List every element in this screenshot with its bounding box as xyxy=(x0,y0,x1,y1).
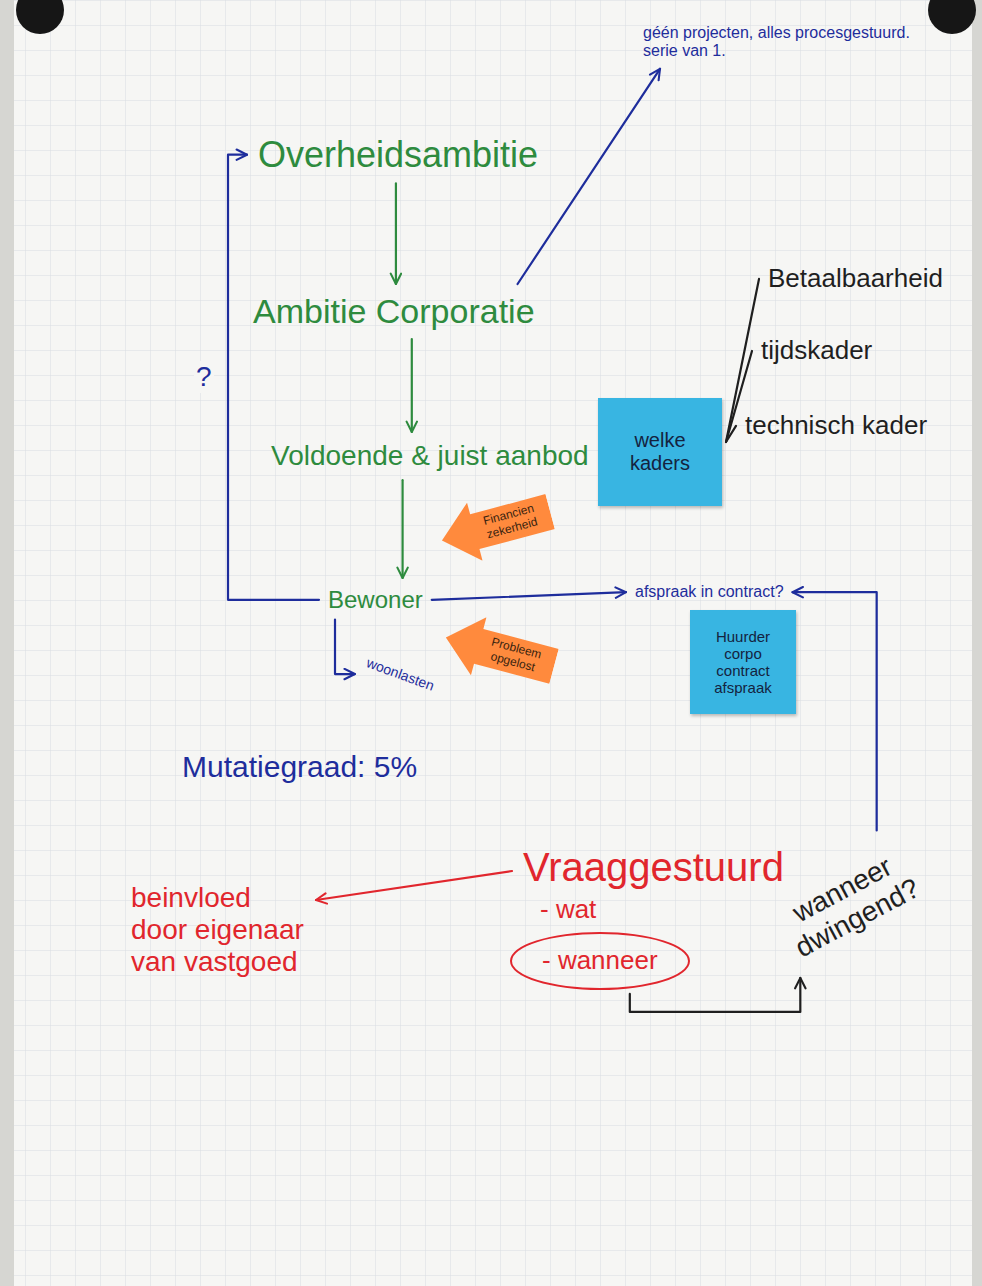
sticky-note: Huurder corpo contract afspraak xyxy=(690,610,796,714)
connector xyxy=(793,592,877,830)
arrow-fill xyxy=(438,609,562,696)
paper-sheet xyxy=(14,0,972,1286)
node-text: beinvloed door eigenaar van vastgoed xyxy=(131,882,307,979)
connector xyxy=(630,978,801,1012)
magnet xyxy=(928,0,976,34)
connector xyxy=(335,620,355,674)
node-text: Huurder corpo contract afspraak xyxy=(698,628,788,697)
node-text: Bewoner xyxy=(328,586,423,614)
ambition-text: Overheidsambitie xyxy=(255,132,541,177)
frame-text: technisch kader xyxy=(742,409,930,443)
side-note: géén projecten, alles procesgestuurd. se… xyxy=(640,22,922,63)
question-text: afspraak in contract? xyxy=(632,581,787,603)
arrow-fill xyxy=(434,483,558,570)
supply-text: Voldoende & juist aanbod xyxy=(268,438,592,474)
node-text: tijdskader xyxy=(761,336,872,366)
frame-text: Betaalbaarheid xyxy=(765,262,946,296)
connector xyxy=(395,183,397,284)
node-text: - wanneer xyxy=(542,946,658,976)
node-text: technisch kader xyxy=(745,411,927,441)
node-text: Ambitie Corporatie xyxy=(253,292,535,331)
circled-item: - wanneer xyxy=(510,932,690,990)
magnet xyxy=(16,0,64,34)
edge-label: ? xyxy=(194,361,214,393)
node-text: afspraak in contract? xyxy=(635,583,784,601)
influence-text: beinvloed door eigenaar van vastgoed xyxy=(128,880,310,981)
connector xyxy=(726,426,736,442)
node-text: Vraaggestuurd xyxy=(523,844,784,890)
node-text: géén projecten, alles procesgestuurd. se… xyxy=(643,24,919,61)
connector xyxy=(316,871,512,900)
paper-grid xyxy=(14,0,972,1286)
frame-text: tijdskader xyxy=(758,334,875,368)
resident-text: Bewoner xyxy=(325,584,426,616)
list-item: - wat xyxy=(540,895,596,925)
sticky-note: welke kaders xyxy=(598,398,722,506)
node-text: Betaalbaarheid xyxy=(768,264,943,294)
note-text: Mutatiegraad: 5% xyxy=(182,750,417,785)
demand-text: Vraaggestuurd xyxy=(520,842,787,892)
connector xyxy=(432,592,626,600)
node-text: welke kaders xyxy=(606,429,714,475)
ambition-text: Ambitie Corporatie xyxy=(250,290,538,333)
connector xyxy=(228,155,319,600)
node-text: Overheidsambitie xyxy=(258,134,538,175)
connector xyxy=(401,480,403,578)
node-text: Voldoende & juist aanbod xyxy=(271,440,589,472)
connector xyxy=(411,339,413,432)
connector xyxy=(518,69,660,284)
